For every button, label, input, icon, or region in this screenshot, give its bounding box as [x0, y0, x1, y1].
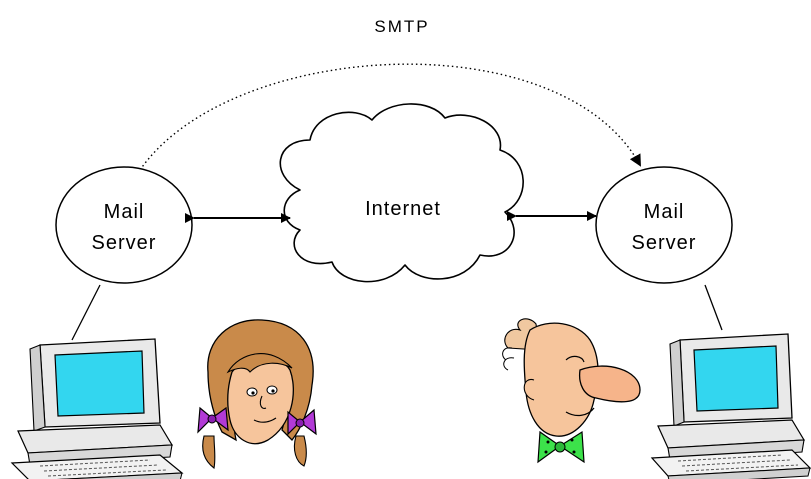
right-computer-link [704, 284, 723, 331]
right-server-line2: Server [632, 232, 697, 254]
smtp-label: SMTP [374, 17, 429, 36]
left-mail-server: Mail Server [55, 166, 193, 284]
internet-cloud-icon: Internet [279, 103, 524, 283]
man-user-icon [502, 318, 641, 464]
girl-user-icon [197, 319, 317, 469]
right-mail-server: Mail Server [595, 166, 733, 284]
right-computer-icon [650, 333, 811, 479]
smtp-arc [129, 63, 641, 182]
left-computer-icon [10, 338, 184, 479]
left-server-line1: Mail [104, 201, 145, 223]
left-computer-link [71, 284, 101, 341]
left-server-line2: Server [92, 232, 157, 254]
internet-label: Internet [365, 198, 441, 220]
right-server-line1: Mail [644, 201, 685, 223]
